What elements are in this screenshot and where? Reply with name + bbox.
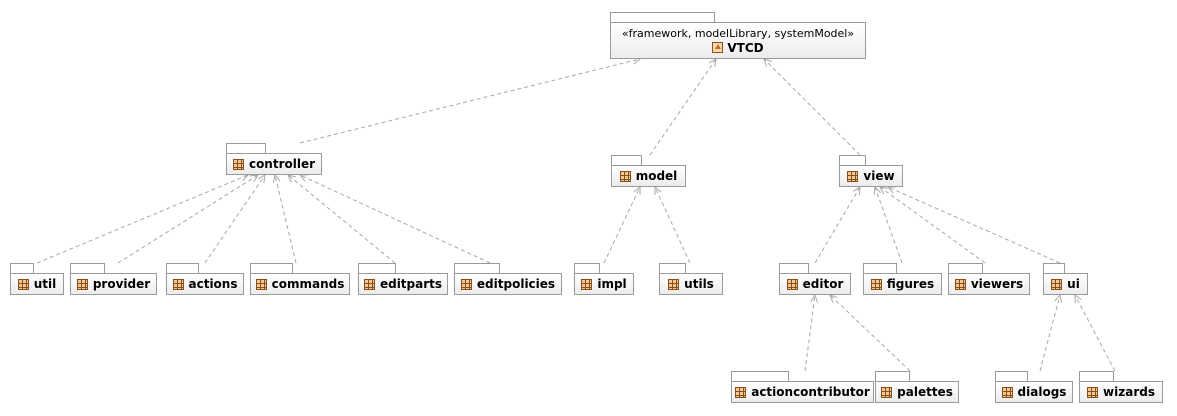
dependency-edge-actions-to-controller [204,174,266,264]
package-icon [581,278,593,290]
package-provider[interactable]: provider [70,263,157,295]
package-icon [786,278,798,290]
model-icon [712,42,724,53]
dependency-edge-editor-to-view [814,186,861,264]
arrowhead-icon [829,294,838,303]
package-actioncontributor[interactable]: actioncontributor [731,371,874,403]
dependency-edge-dialogs-to-ui [1039,294,1061,372]
dependency-edge-editpolicies-to-controller [299,174,491,264]
package-ui[interactable]: ui [1043,263,1088,295]
package-label: actioncontributor [751,385,870,399]
package-actions[interactable]: actions [166,263,244,295]
package-icon [847,170,859,182]
package-icon [232,158,244,170]
root-name: VTCD [727,40,764,55]
package-controller[interactable]: controller [226,143,322,175]
package-label: model [635,169,678,183]
arrowhead-icon [873,185,882,196]
dependency-edge-impl-to-model [603,186,641,264]
package-palettes[interactable]: palettes [875,371,959,403]
package-icon [460,278,472,290]
package-figures[interactable]: figures [863,263,942,295]
package-label: ui [1067,277,1080,291]
dependency-edge-palettes-to-editor [829,294,911,372]
dependency-edge-wizards-to-ui [1074,294,1116,372]
package-icon [76,278,88,290]
arrowhead-icon [654,185,662,196]
package-label: controller [248,157,316,171]
package-label: dialogs [1017,385,1067,399]
package-label: editor [802,277,844,291]
dependency-edge-controller-to-root [299,58,641,144]
package-wizards[interactable]: wizards [1079,371,1163,403]
package-utils[interactable]: utils [659,263,723,295]
package-icon [870,278,882,290]
package-label: view [863,169,895,183]
package-label: actions [188,277,238,291]
arrowhead-icon [272,173,281,183]
package-label: wizards [1103,385,1155,399]
package-icon [881,386,893,398]
dependency-edge-editparts-to-controller [287,174,396,264]
arrowhead-icon [853,186,861,196]
dependency-edge-viewers-to-view [879,186,986,264]
package-label: figures [886,277,935,291]
package-model[interactable]: model [611,155,686,187]
package-viewers[interactable]: viewers [948,263,1030,295]
package-label: provider [92,277,151,291]
arrowhead-icon [1074,293,1082,304]
package-icon [1087,386,1099,398]
package-label: utils [684,277,714,291]
dependency-edge-provider-to-controller [117,174,259,264]
package-label: palettes [897,385,953,399]
package-icon [1001,386,1013,398]
package-editor[interactable]: editor [779,263,851,295]
arrowhead-icon [633,185,641,196]
arrowhead-icon [1054,293,1063,303]
package-label: commands [271,277,345,291]
arrowhead-icon [886,186,897,194]
package-label: impl [597,277,627,291]
dependency-edge-actioncontributor-to-editor [804,294,816,372]
package-util[interactable]: util [10,263,64,295]
package-icon [735,386,747,398]
package-icon [17,278,29,290]
arrowhead-icon [249,174,259,183]
package-icon [954,278,966,290]
package-view[interactable]: view [839,155,903,187]
package-icon [255,278,267,290]
package-icon [1051,278,1063,290]
dependency-edge-model-to-root [649,58,717,156]
package-icon [172,278,184,290]
arrowhead-icon [257,174,266,183]
arrowhead-icon [879,186,888,195]
package-label: editparts [379,277,443,291]
arrowhead-icon [763,58,772,67]
package-icon [619,170,631,182]
package-commands[interactable]: commands [250,263,350,295]
package-icon [363,278,375,290]
dependency-edge-utils-to-model [654,186,691,264]
dependency-edge-figures-to-view [874,186,903,264]
package-editparts[interactable]: editparts [358,263,448,295]
arrowhead-icon [287,174,296,183]
dependency-edge-view-to-root [763,58,861,156]
package-icon [668,278,680,290]
package-label: util [33,277,57,291]
package-editpolicies[interactable]: editpolicies [454,263,562,295]
root-stereotype: «framework, modelLibrary, systemModel» [621,26,855,40]
package-impl[interactable]: impl [574,263,634,295]
dependency-edge-ui-to-view [887,186,1061,264]
dependency-edge-commands-to-controller [274,174,297,264]
arrowhead-icon [298,174,309,182]
arrowhead-icon [810,293,818,303]
package-label: viewers [970,277,1024,291]
dependency-edge-util-to-controller [36,174,249,264]
package-dialogs[interactable]: dialogs [995,371,1073,403]
package-label: editpolicies [476,277,556,291]
package-vtcd[interactable]: «framework, modelLibrary, systemModel» V… [610,12,866,59]
arrowhead-icon [708,58,717,67]
